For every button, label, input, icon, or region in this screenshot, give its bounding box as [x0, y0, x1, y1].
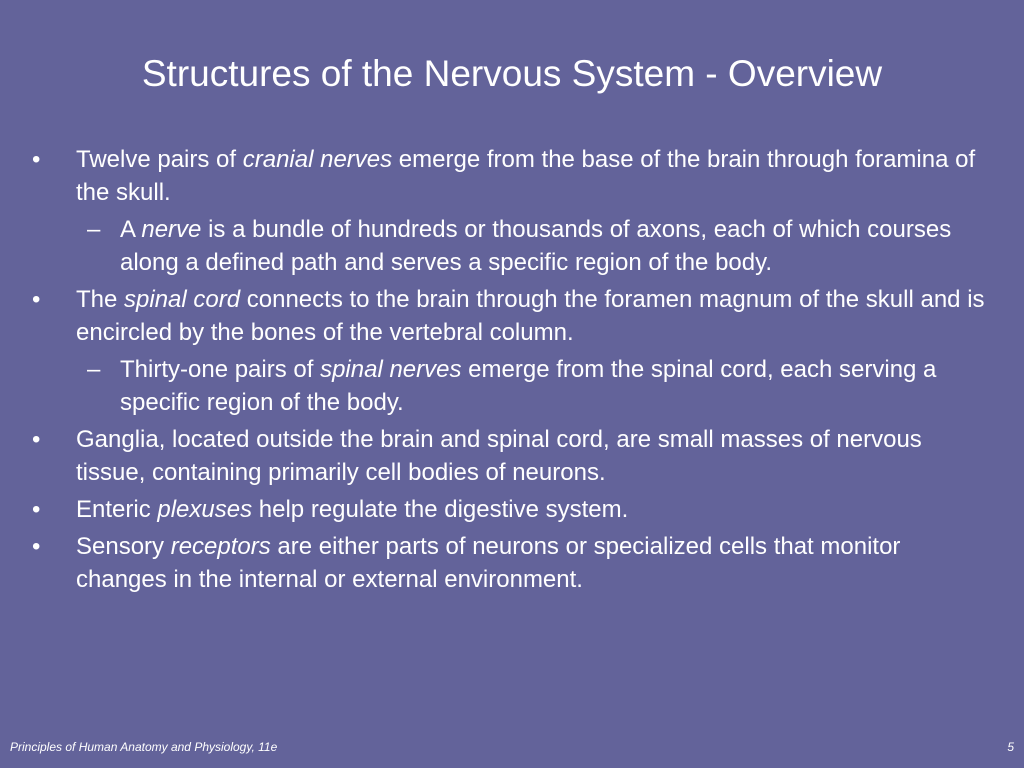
- bullet-text: The: [76, 286, 125, 313]
- bullet-text: Thirty-one pairs of: [120, 356, 321, 383]
- sub-bullet-item-spinal-nerves: –Thirty-one pairs of spinal nerves emerg…: [30, 353, 990, 419]
- page-number: 5: [1007, 740, 1014, 754]
- bullet-item-spinal-cord: • The spinal cord connects to the brain t…: [30, 283, 990, 349]
- bullet-item-enteric-plexuses: • Enteric plexuses help regulate the dige…: [30, 493, 990, 526]
- sub-bullet-marker: –: [87, 356, 101, 383]
- bullet-text: are either parts of neurons or specializ…: [76, 533, 901, 593]
- sub-bullet-marker: –: [87, 216, 101, 243]
- bullet-marker: •: [32, 146, 41, 173]
- bullet-term: plexuses: [157, 496, 253, 523]
- bullet-text: connects to the brain through the forame…: [76, 286, 985, 346]
- bullet-term: spinal nerves: [320, 356, 462, 383]
- footer-source: Principles of Human Anatomy and Physiolo…: [10, 740, 278, 754]
- bullet-text: Sensory: [76, 533, 171, 560]
- bullet-text: Twelve pairs of: [76, 146, 243, 173]
- bullet-list: • Twelve pairs of cranial nerves emerge f…: [30, 143, 990, 600]
- bullet-marker: •: [32, 533, 41, 560]
- bullet-item-sensory-receptors: • Sensory receptors are either parts of n…: [30, 530, 990, 596]
- sub-bullet-item-nerve: –A nerve is a bundle of hundreds or thou…: [30, 213, 990, 279]
- bullet-marker: •: [32, 426, 41, 453]
- bullet-text: emerge from the base of the brain throug…: [76, 146, 976, 206]
- bullet-text: emerge from the spinal cord, each servin…: [120, 356, 937, 416]
- bullet-term: spinal cord: [124, 286, 241, 313]
- bullet-text: Enteric: [76, 496, 158, 523]
- bullet-item-cranial-nerves: • Twelve pairs of cranial nerves emerge f…: [30, 143, 990, 209]
- bullet-term: receptors: [170, 533, 271, 560]
- bullet-text: Ganglia, located outside the brain and s…: [76, 426, 922, 486]
- bullet-item-ganglia: • Ganglia, located outside the brain and …: [30, 423, 990, 489]
- bullet-marker: •: [32, 496, 41, 523]
- bullet-text: is a bundle of hundreds or thousands of …: [120, 216, 952, 276]
- bullet-term: cranial nerves: [242, 146, 393, 173]
- bullet-term: nerve: [141, 216, 202, 243]
- bullet-text: A: [120, 216, 142, 243]
- bullet-marker: •: [32, 286, 41, 313]
- bullet-text: help regulate the digestive system.: [252, 496, 629, 523]
- slide-title: Structures of the Nervous System - Overv…: [141, 53, 883, 94]
